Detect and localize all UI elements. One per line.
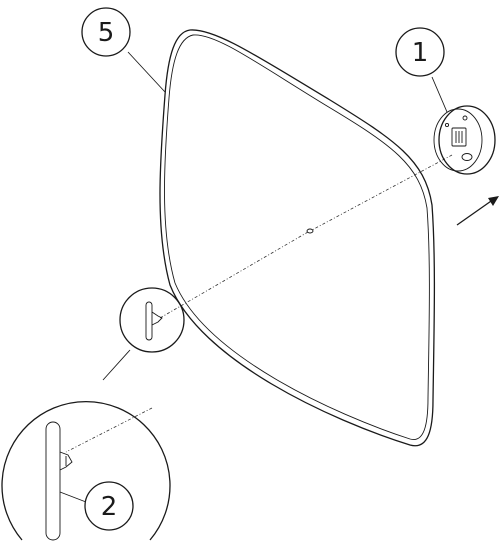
panel-part — [159, 29, 436, 447]
clip-detail-small — [119, 287, 185, 353]
assembly-axis-lower — [159, 231, 309, 319]
callout-5: 5 — [81, 7, 166, 93]
clip-detail-large — [1, 401, 171, 541]
arrow-icon — [456, 196, 499, 226]
callout-2: 2 — [59, 481, 134, 531]
callout-5-label: 5 — [98, 18, 115, 48]
mount-part — [433, 105, 496, 175]
callout-1-label: 1 — [412, 38, 429, 68]
assembly-axis-detail — [65, 407, 153, 453]
panel-hole — [306, 228, 314, 234]
detail-leader — [102, 349, 131, 381]
callout-1: 1 — [395, 27, 448, 113]
assembly-axis-upper — [311, 154, 453, 231]
callout-2-label: 2 — [101, 492, 118, 522]
